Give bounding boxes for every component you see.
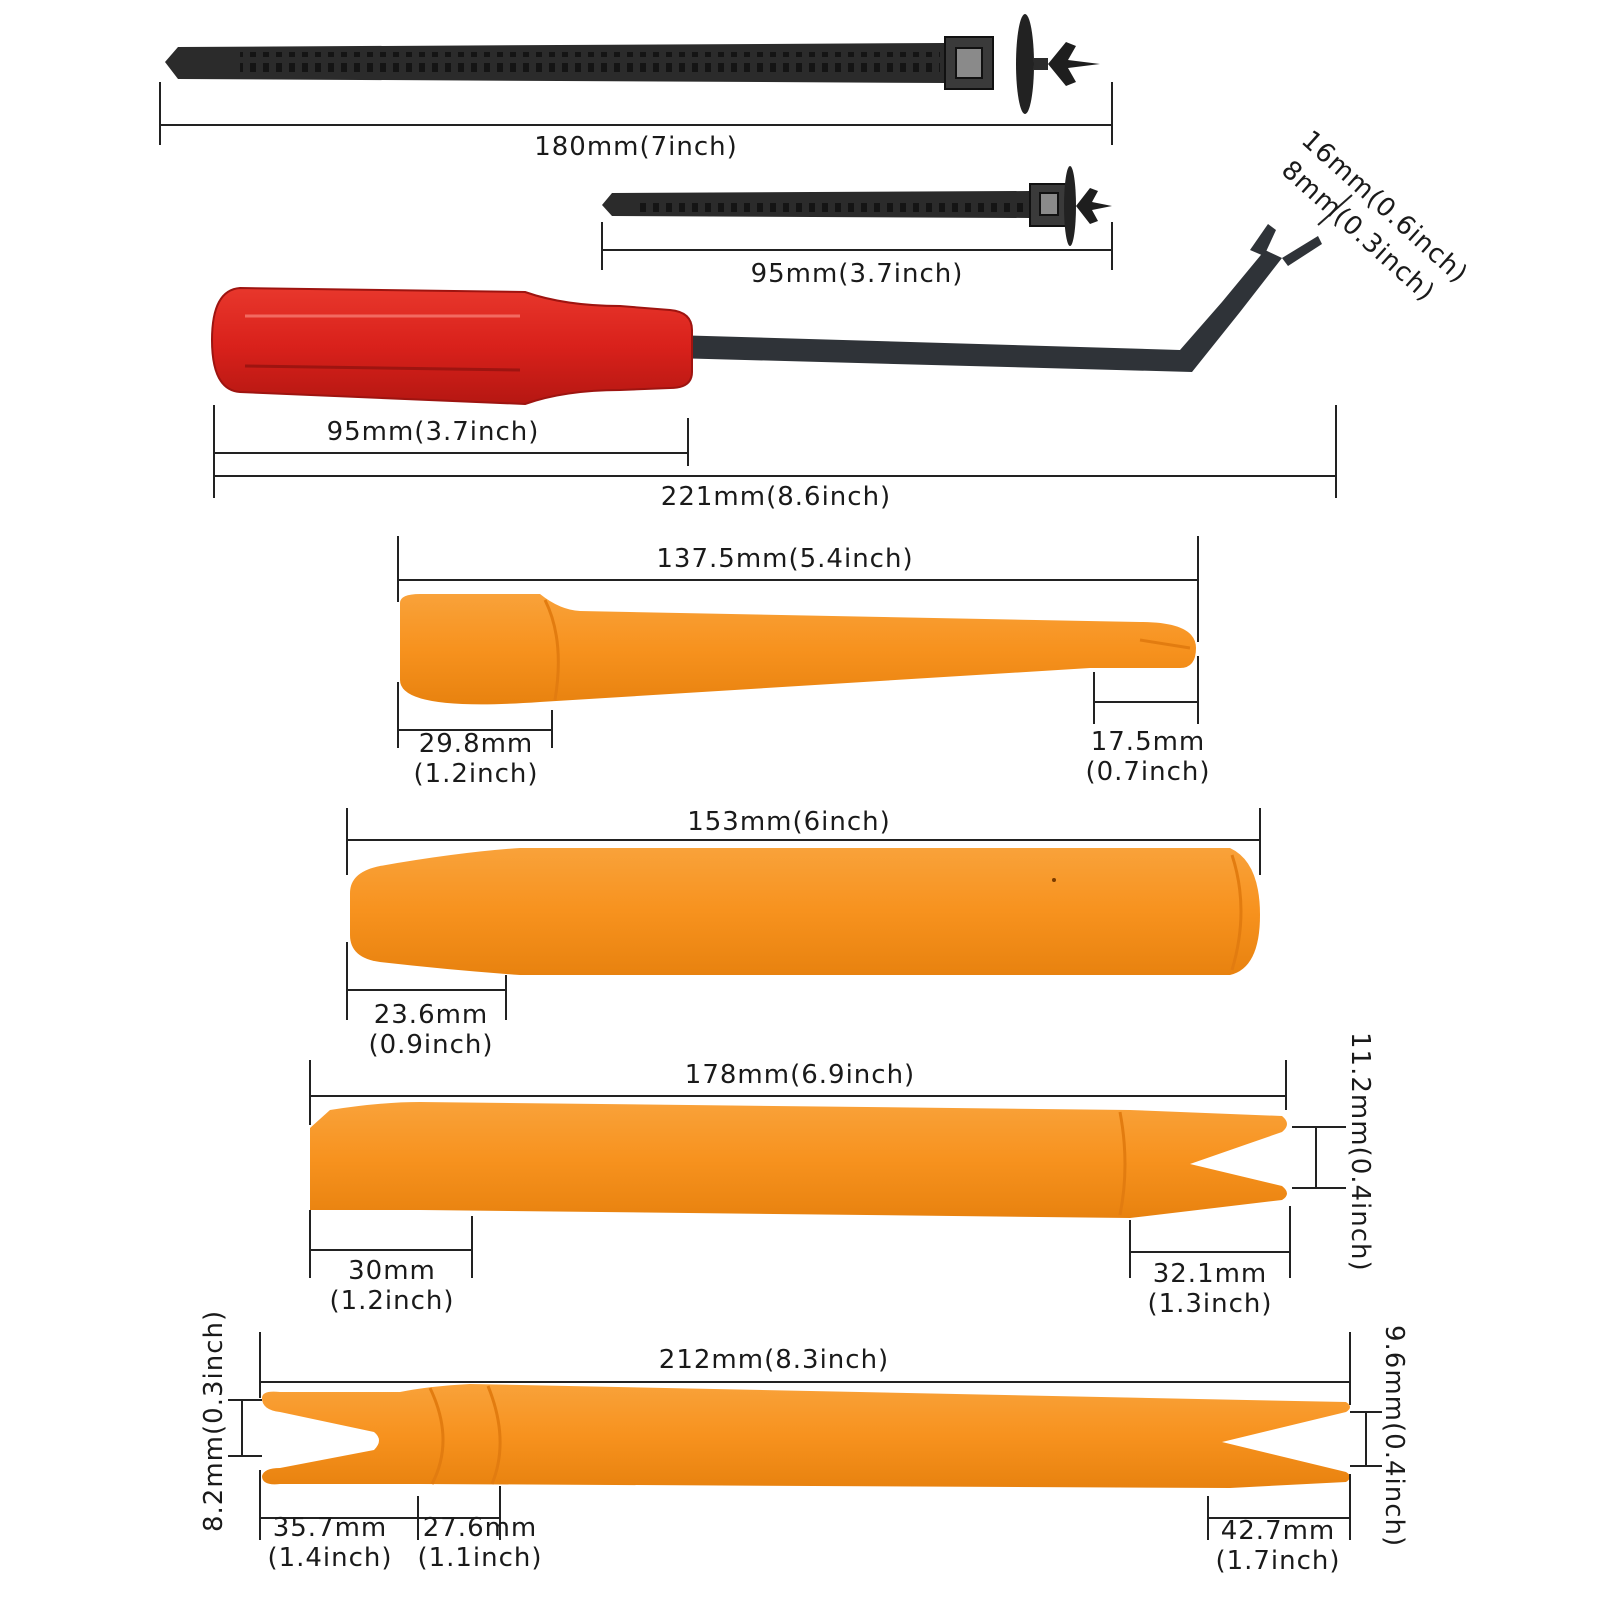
- flat-pry-tool: [350, 848, 1260, 975]
- fork-left-mm-label: 30mm: [348, 1256, 436, 1286]
- tie-short-dimension: [601, 222, 1113, 270]
- fork-left-inch-label: (1.2inch): [329, 1286, 454, 1316]
- tie-long-dimension: [159, 82, 1113, 145]
- double-right-mm-label: 42.7mm: [1221, 1516, 1336, 1546]
- fork-dimensions: [309, 1060, 1346, 1278]
- wedge-left-mm-label: 29.8mm: [419, 729, 534, 759]
- remover-handle-length-label: 95mm(3.7inch): [327, 417, 540, 447]
- fork-right-mm-label: 32.1mm: [1153, 1259, 1268, 1289]
- double-right-inch-label: (1.7inch): [1215, 1546, 1340, 1576]
- flat-length-label: 153mm(6inch): [687, 807, 891, 837]
- double-left-inch-label: (1.4inch): [267, 1543, 392, 1573]
- wedge-right-inch-label: (0.7inch): [1085, 757, 1210, 787]
- fork-length-label: 178mm(6.9inch): [685, 1060, 915, 1090]
- tie-short-length-label: 95mm(3.7inch): [751, 259, 964, 289]
- wedge-dimensions: [397, 536, 1199, 748]
- wedge-left-inch-label: (1.2inch): [413, 759, 538, 789]
- wedge-trim-tool: [400, 594, 1196, 705]
- fork-gap-label: 11.2mm(0.4inch): [1345, 1032, 1375, 1272]
- flat-end-mm-label: 23.6mm: [374, 1000, 489, 1030]
- double-length-label: 212mm(8.3inch): [659, 1345, 889, 1375]
- clip-remover-tool: [210, 224, 1322, 406]
- flat-dimensions: [346, 808, 1261, 1020]
- double-left-gap-label: 8.2mm(0.3inch): [199, 1310, 229, 1532]
- double-left-mm-label: 35.7mm: [273, 1513, 388, 1543]
- remover-dimensions: [213, 194, 1353, 498]
- wedge-length-label: 137.5mm(5.4inch): [656, 544, 913, 574]
- wedge-right-mm-label: 17.5mm: [1091, 727, 1206, 757]
- double-fork-dimensions: [228, 1332, 1382, 1540]
- double-mid-inch-label: (1.1inch): [417, 1543, 542, 1573]
- double-fork-tool: [262, 1384, 1350, 1488]
- flat-end-inch-label: (0.9inch): [368, 1030, 493, 1060]
- fork-right-inch-label: (1.3inch): [1147, 1289, 1272, 1319]
- double-mid-mm-label: 27.6mm: [423, 1513, 538, 1543]
- forked-pry-tool: [310, 1102, 1287, 1218]
- long-cable-tie: [165, 14, 1100, 114]
- short-cable-tie: [602, 166, 1112, 246]
- double-right-gap-label: 9.6mm(0.4inch): [1379, 1325, 1409, 1547]
- tie-long-length-label: 180mm(7inch): [534, 132, 738, 162]
- remover-total-length-label: 221mm(8.6inch): [661, 482, 891, 512]
